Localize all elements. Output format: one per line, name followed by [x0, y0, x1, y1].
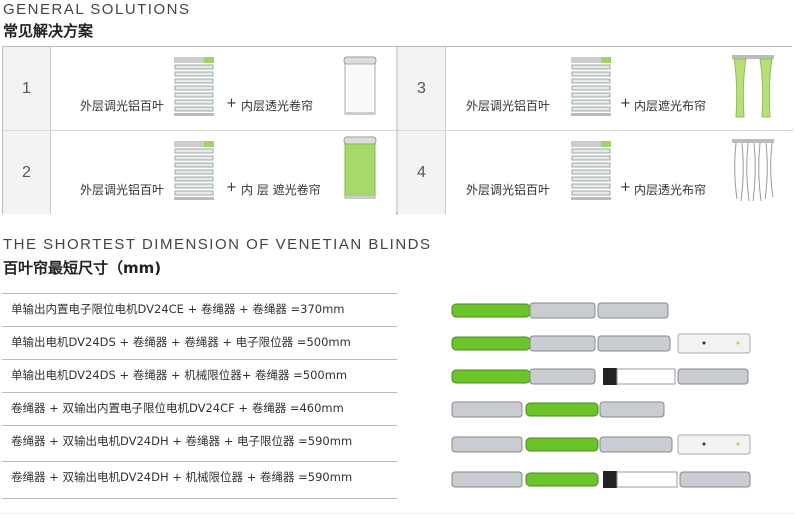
- dimension-row: 卷绳器 + 双输出电机DV24DH + 机械限位器 + 卷绳器 =590mm: [2, 461, 397, 492]
- dimension-row: 卷绳器 + 双输出电机DV24DH + 卷绳器 + 电子限位器 =590mm: [2, 425, 397, 456]
- inner-layer-label: 内层遮光布帘: [634, 99, 707, 113]
- solution-number: 1: [3, 47, 51, 130]
- motor-assembly-diagram: [451, 434, 751, 455]
- dimension-label: 卷绳器 + 双输出电机DV24DH + 机械限位器 + 卷绳器 =590mm: [11, 470, 353, 484]
- table-bottom-border: [2, 498, 397, 499]
- dimension-row: 单输出内置电子限位电机DV24CE + 卷绳器 + 卷绳器 =370mm: [2, 293, 397, 324]
- curtain-green-icon: [732, 55, 774, 118]
- motor-assembly-diagram: [451, 471, 751, 488]
- plus-sign: +: [620, 180, 631, 195]
- dimension-label: 单输出内置电子限位电机DV24CE + 卷绳器 + 卷绳器 =370mm: [11, 302, 345, 316]
- section-title-cn: 常见解决方案: [3, 22, 94, 40]
- roller-blind-white-icon: [343, 56, 377, 115]
- motor-assembly-diagram: [451, 333, 751, 354]
- dimension-label: 单输出电机DV24DS + 卷绳器 + 卷绳器 + 电子限位器 =500mm: [11, 335, 351, 349]
- section-title-en: GENERAL SOLUTIONS: [3, 1, 191, 18]
- outer-layer-label: 外层调光铝百叶: [80, 99, 165, 113]
- inner-layer-label: 内层透光卷帘: [241, 99, 314, 113]
- dimension-row: 单输出电机DV24DS + 卷绳器 + 卷绳器 + 电子限位器 =500mm: [2, 326, 397, 357]
- motor-assembly-diagram: [451, 368, 749, 385]
- solution-number: 2: [3, 131, 51, 214]
- solution-card: 4 外层调光铝百叶 + 内层透光布帘: [398, 131, 793, 214]
- dimension-label: 卷绳器 + 双输出内置电子限位电机DV24CF + 卷绳器 =460mm: [11, 401, 344, 415]
- plus-sign: +: [226, 96, 237, 111]
- venetian-blind-icon: [174, 141, 214, 200]
- grid-lines: [3, 47, 793, 215]
- dimension-row: 单输出电机DV24DS + 卷绳器 + 机械限位器+ 卷绳器 =500mm: [2, 359, 397, 390]
- solution-card: 2 外层调光铝百叶 + 内 层 遮光卷帘: [3, 131, 397, 214]
- solution-number: 4: [398, 131, 446, 214]
- venetian-blind-icon: [571, 141, 611, 200]
- plus-sign: +: [620, 96, 631, 111]
- outer-layer-label: 外层调光铝百叶: [466, 183, 551, 197]
- solutions-grid: 1 外层调光铝百叶 + 内层透光卷帘 3 外层调光铝百叶: [2, 46, 793, 215]
- solution-number: 3: [398, 47, 446, 130]
- curtain-white-icon: [732, 139, 774, 202]
- dimension-label: 卷绳器 + 双输出电机DV24DH + 卷绳器 + 电子限位器 =590mm: [11, 434, 353, 448]
- venetian-blind-icon: [571, 57, 611, 116]
- dimension-label: 单输出电机DV24DS + 卷绳器 + 机械限位器+ 卷绳器 =500mm: [11, 368, 348, 382]
- motor-assembly-diagram: [451, 302, 669, 319]
- roller-blind-green-icon: [343, 136, 377, 199]
- outer-layer-label: 外层调光铝百叶: [466, 99, 551, 113]
- plus-sign: +: [226, 180, 237, 195]
- venetian-blind-icon: [174, 57, 214, 116]
- solution-card: 1 外层调光铝百叶 + 内层透光卷帘: [3, 47, 397, 130]
- dimension-row: 卷绳器 + 双输出内置电子限位电机DV24CF + 卷绳器 =460mm: [2, 392, 397, 423]
- inner-layer-label: 内 层 遮光卷帘: [241, 183, 321, 197]
- section-title-en: THE SHORTEST DIMENSION OF VENETIAN BLIND…: [3, 236, 432, 253]
- inner-layer-label: 内层透光布帘: [634, 183, 707, 197]
- outer-layer-label: 外层调光铝百叶: [80, 183, 165, 197]
- section-title-cn: 百叶帘最短尺寸（mm): [3, 259, 162, 277]
- solution-card: 3 外层调光铝百叶 + 内层遮光布帘: [398, 47, 793, 130]
- footer-divider: [0, 513, 795, 514]
- motor-assembly-diagram: [451, 401, 665, 418]
